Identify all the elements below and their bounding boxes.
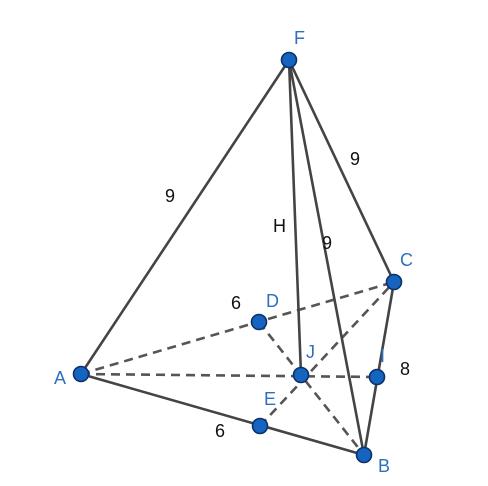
point-J xyxy=(292,366,310,384)
label-D: D xyxy=(266,291,279,311)
point-A xyxy=(72,365,90,383)
length-FB: 9 xyxy=(322,233,332,253)
label-B: B xyxy=(378,456,390,476)
segment-AC xyxy=(80,280,395,376)
length-AE: 6 xyxy=(215,421,225,441)
segment-FC xyxy=(287,58,396,284)
point-I xyxy=(368,368,386,386)
length-AD: 6 xyxy=(231,293,241,313)
measure-labels-group: 9 9 9 H 6 6 8 xyxy=(165,149,410,441)
label-A: A xyxy=(54,368,66,388)
label-E: E xyxy=(264,389,276,409)
label-C: C xyxy=(400,250,413,270)
segment-FJ xyxy=(287,58,303,377)
point-E xyxy=(251,417,269,435)
length-FA: 9 xyxy=(165,186,175,206)
point-B xyxy=(355,446,373,464)
vertex-labels-group: F A B C D E I J xyxy=(54,28,413,476)
length-BC: 8 xyxy=(400,359,410,379)
segment-AI xyxy=(80,372,378,379)
label-I: I xyxy=(380,346,385,366)
segment-DB xyxy=(257,321,366,456)
segment-EC xyxy=(259,281,395,427)
edges-group xyxy=(79,58,396,457)
label-J: J xyxy=(306,342,315,362)
label-F: F xyxy=(294,28,305,48)
segment-FB xyxy=(287,58,366,457)
point-D xyxy=(250,313,268,331)
point-F xyxy=(280,51,298,69)
height-label: H xyxy=(273,216,286,236)
segment-FA xyxy=(79,58,291,376)
segment-AB xyxy=(79,372,366,457)
point-C xyxy=(385,273,403,291)
vertices-group xyxy=(72,51,403,464)
segment-BC xyxy=(362,280,396,457)
length-FC: 9 xyxy=(350,149,360,169)
